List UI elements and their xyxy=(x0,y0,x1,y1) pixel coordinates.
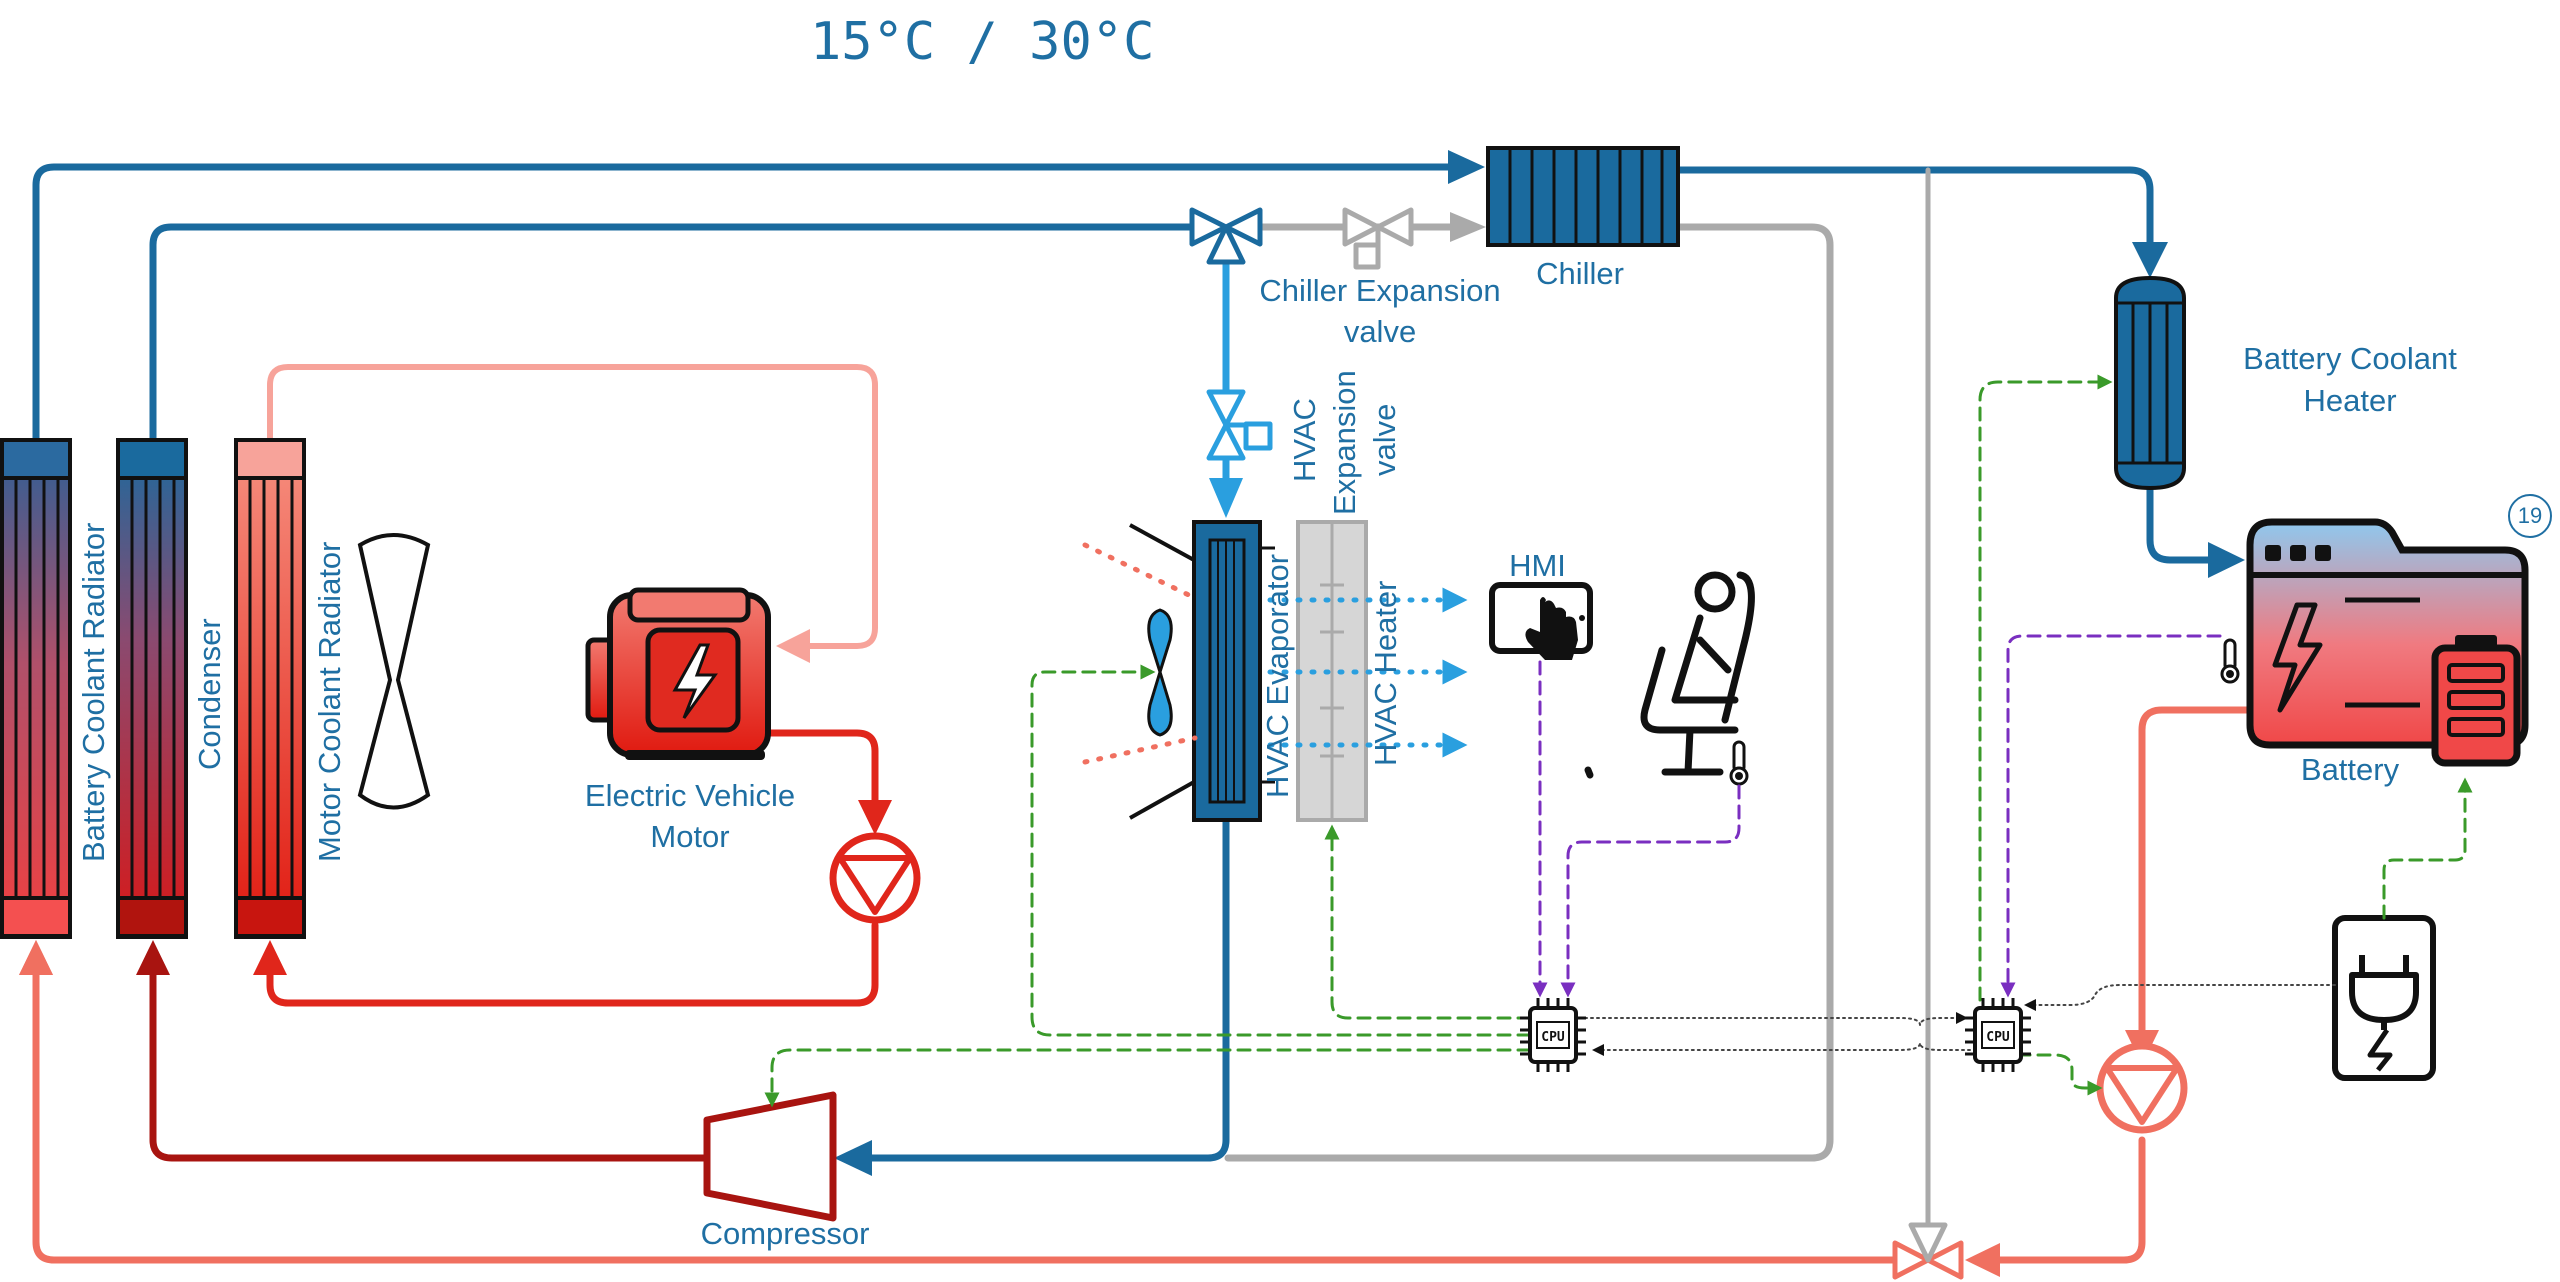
control-signals xyxy=(764,374,2473,1108)
battery-coolant-heater-icon xyxy=(2114,275,2186,491)
label-battery-coolant-radiator: Battery Coolant Radiator xyxy=(76,522,111,862)
hvac-fan-icon xyxy=(1147,608,1173,737)
passenger-seat-icon xyxy=(1584,571,1755,779)
motor-coolant-radiator xyxy=(234,438,306,939)
comms-charger-to-bms xyxy=(2024,984,2336,1011)
arrow-into-condenser xyxy=(136,940,170,975)
battery-icon xyxy=(2246,518,2529,767)
cpu-chip-text: CPU xyxy=(1541,1030,1565,1045)
arrow-into-chiller-gray xyxy=(1450,212,1486,242)
pipe-motor-to-pump xyxy=(766,729,879,824)
pipe-chiller-to-heater xyxy=(1676,166,2154,254)
label-chiller-expansion-line2: valve xyxy=(1343,314,1417,349)
coolant-pipes xyxy=(32,163,2259,1264)
pipe-valve-to-battery-radiator xyxy=(32,961,1899,1264)
signal-bms-to-heater xyxy=(1978,374,2113,1002)
air-flow-lines xyxy=(1082,542,1468,765)
pipe-battery-radiator-to-chiller xyxy=(32,163,1454,444)
pipe-heater-to-battery xyxy=(2146,481,2214,564)
arrow-into-battery-radiator-bottom xyxy=(19,940,53,975)
motor-pump-icon xyxy=(829,832,921,924)
label-battery: Battery xyxy=(2300,752,2400,787)
battery-management-cpu-icon: CPU xyxy=(1965,998,2031,1072)
label-hvac-expansion-line3: valve xyxy=(1367,403,1402,476)
battery-pump-icon xyxy=(2096,1042,2188,1134)
vehicle-control-cpu-icon: CPU xyxy=(1520,998,1586,1072)
label-electric-vehicle-motor-line2: Motor xyxy=(650,819,730,854)
pipe-pump-to-valve xyxy=(1981,1136,2146,1264)
pipe-battery-to-pump xyxy=(2138,706,2259,1044)
arrow-into-motor-radiator xyxy=(253,940,287,975)
arrow-into-battery xyxy=(2208,542,2245,578)
signal-cabin-temp-to-cpu xyxy=(1560,784,1741,998)
pipe-condenser-to-valve xyxy=(149,223,1194,444)
arrow-into-pump xyxy=(858,800,892,835)
hvac-evaporator-icon xyxy=(1129,520,1275,822)
label-battery-coolant-heater-line1: Battery Coolant xyxy=(2243,341,2457,376)
electric-motor-icon xyxy=(585,587,771,760)
three-way-valve-top xyxy=(1189,207,1263,265)
cpu-chip-text: CPU xyxy=(1986,1030,2010,1045)
pipe-evaporator-to-compressor xyxy=(846,816,1230,1162)
signal-charger-to-battery xyxy=(2382,777,2473,920)
pipe-chiller-return-gray xyxy=(1224,223,1834,1162)
comms-bms-to-cpu xyxy=(1592,1042,1971,1056)
arrow-into-chiller xyxy=(1448,150,1485,184)
label-hvac-evaporator: HVAC Evaporator xyxy=(1260,553,1295,798)
arrow-into-compressor xyxy=(834,1140,872,1176)
arrow-into-motor xyxy=(776,629,810,663)
signal-bms-to-pump xyxy=(2016,1053,2103,1096)
bottom-three-way-valve-icon xyxy=(1892,1222,1964,1280)
label-battery-coolant-heater-line2: Heater xyxy=(2303,383,2397,418)
arrow-into-evaporator xyxy=(1209,478,1243,518)
label-chiller: Chiller xyxy=(1536,256,1624,291)
arrow-into-bottom-valve xyxy=(1965,1243,2000,1277)
comms-cpu-to-bms xyxy=(1584,1012,1968,1026)
pipe-motor-radiator-to-motor xyxy=(267,364,878,649)
charger-plug-icon xyxy=(2332,915,2436,1081)
chiller-icon xyxy=(1486,146,1680,247)
signal-cpu-to-hvac-fan xyxy=(1030,664,1532,1037)
label-chiller-expansion-line1: Chiller Expansion xyxy=(1259,273,1501,308)
radiator-fan-icon xyxy=(357,533,431,810)
hvac-expansion-valve-icon xyxy=(1206,389,1273,461)
flow-arrows xyxy=(19,150,2245,1277)
battery-thermometer-icon xyxy=(2220,638,2240,684)
label-hvac-expansion-line1: HVAC xyxy=(1287,398,1322,482)
label-hmi: HMI xyxy=(1509,548,1566,583)
label-hvac-expansion-line2: Expansion xyxy=(1327,370,1362,515)
battery-coolant-radiator xyxy=(0,438,72,939)
chiller-expansion-valve-icon xyxy=(1342,207,1414,270)
label-hvac-heater: HVAC Heater xyxy=(1368,580,1403,767)
label-condenser: Condenser xyxy=(192,618,227,770)
pipe-compressor-to-condenser xyxy=(149,961,709,1162)
compressor-icon xyxy=(703,1091,837,1222)
label-compressor: Compressor xyxy=(700,1216,870,1251)
cabin-thermometer-icon xyxy=(1729,740,1749,786)
signal-cpu-to-compressor xyxy=(764,1048,1532,1108)
hmi-tablet-icon xyxy=(1489,582,1593,660)
pipe-pump-to-motor-radiator xyxy=(266,921,879,1007)
temperature-title: 15°C / 30°C xyxy=(810,12,1155,72)
label-motor-coolant-radiator: Motor Coolant Radiator xyxy=(312,541,347,863)
label-electric-vehicle-motor-line1: Electric Vehicle xyxy=(584,778,796,813)
signal-battery-temp-to-bms xyxy=(2000,634,2222,998)
signal-cpu-to-heater xyxy=(1324,824,1532,1020)
condenser xyxy=(116,438,188,939)
page-number-badge: 19 xyxy=(2508,494,2552,538)
arrow-into-heater xyxy=(2132,242,2168,278)
